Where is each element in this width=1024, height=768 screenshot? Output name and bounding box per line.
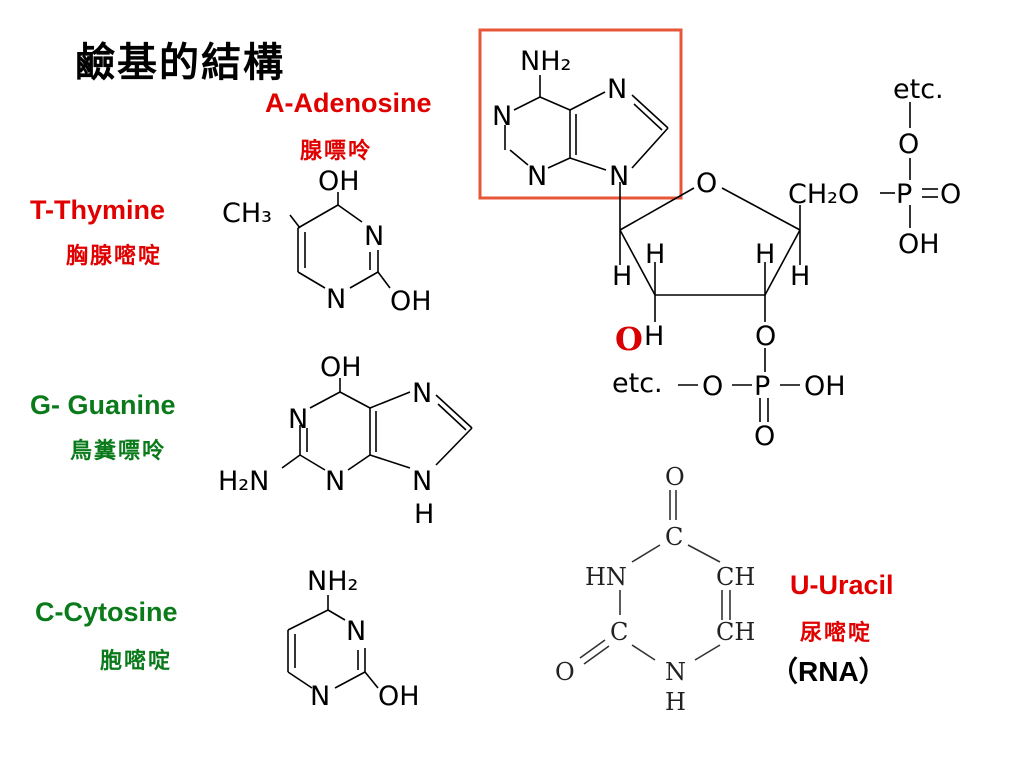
thymine-n1: N: [326, 284, 346, 315]
ribose-2-oxygen-highlight: O: [615, 320, 643, 358]
ribose-3-oxygen: O: [755, 321, 776, 352]
uracil-c4: C: [665, 523, 683, 551]
ribose-h4: H: [790, 261, 810, 292]
guanine-n1: N: [288, 404, 308, 435]
adenine-chinese-label: 腺嘌呤: [300, 138, 373, 164]
etc-left: etc.: [612, 368, 663, 399]
thymine-label: T-Thymine: [30, 195, 166, 225]
ribose-ch2o: CH₂O: [788, 179, 859, 210]
cytosine-label: C-Cytosine: [35, 597, 178, 627]
adenine-nh2: NH₂: [520, 46, 571, 77]
uracil-c2: C: [610, 618, 628, 646]
uracil-h1: H: [665, 688, 686, 716]
thymine-structure: [289, 192, 391, 289]
ribose-h3: H: [755, 239, 775, 270]
guanine-structure: [281, 378, 473, 471]
guanine-chinese-label: 鳥糞嘌呤: [70, 438, 167, 464]
cytosine-oh: OH: [378, 681, 420, 712]
uracil-o-top: O: [665, 463, 685, 491]
thymine-oh-top: OH: [318, 166, 360, 197]
adenine-label: A-Adenosine: [265, 88, 432, 118]
adenine-highlight-box: [478, 28, 683, 200]
uracil-chinese-label: 尿嘧啶: [800, 620, 873, 646]
guanine-h2n: H₂N: [218, 466, 269, 497]
ribose-2-h: H: [644, 321, 664, 352]
cytosine-n1: N: [310, 681, 330, 712]
guanine-n3: N: [325, 466, 345, 497]
cytosine-structure: [287, 595, 379, 689]
phosphate-oh-bottom: OH: [804, 371, 846, 402]
thymine-ch3: CH₃: [222, 198, 272, 229]
cytosine-nh2: NH₂: [307, 566, 358, 597]
guanine-h9: H: [414, 499, 434, 530]
uracil-ch6: CH: [716, 618, 755, 646]
guanine-oh: OH: [320, 352, 362, 383]
phosphate-p-top: P: [896, 179, 912, 210]
adenine-n3: N: [527, 161, 547, 192]
etc-top: etc.: [893, 74, 944, 105]
uracil-ch5: CH: [716, 563, 755, 591]
thymine-chinese-label: 胸腺嘧啶: [66, 243, 163, 269]
uracil-label: U-Uracil: [790, 570, 894, 600]
uracil-structure: [579, 490, 731, 665]
ribose-h2: H: [645, 239, 665, 270]
guanine-n7: N: [412, 378, 432, 409]
uracil-hn: HN: [585, 563, 627, 591]
guanine-n9: N: [412, 466, 432, 497]
guanine-label: G- Guanine: [30, 390, 176, 420]
uracil-n1: N: [665, 658, 686, 686]
thymine-n3: N: [364, 221, 384, 252]
thymine-oh-bottom: OH: [390, 286, 432, 317]
cytosine-n3: N: [346, 616, 366, 647]
phosphate-o-left: O: [702, 371, 723, 402]
ribose-ring-oxygen: O: [696, 168, 717, 199]
adenine-n9: N: [609, 161, 629, 192]
ribose-h1: H: [612, 261, 632, 292]
adenine-n1: N: [492, 101, 512, 132]
ribose-structure: [619, 102, 938, 422]
cytosine-chinese-label: 胞嘧啶: [100, 648, 173, 674]
rna-note: （RNA）: [770, 656, 887, 687]
adenine-n7: N: [607, 74, 627, 105]
uracil-o-bottom: O: [555, 658, 575, 686]
adenine-structure: [504, 75, 669, 230]
phosphate-o-double-top: O: [940, 179, 961, 210]
page-title: 鹼基的結構: [75, 39, 285, 86]
phosphate-p-bottom: P: [754, 371, 770, 402]
phosphate-o-double-bottom: O: [754, 421, 775, 452]
phosphate-o-top: O: [898, 129, 919, 160]
phosphate-oh-top: OH: [898, 229, 940, 260]
